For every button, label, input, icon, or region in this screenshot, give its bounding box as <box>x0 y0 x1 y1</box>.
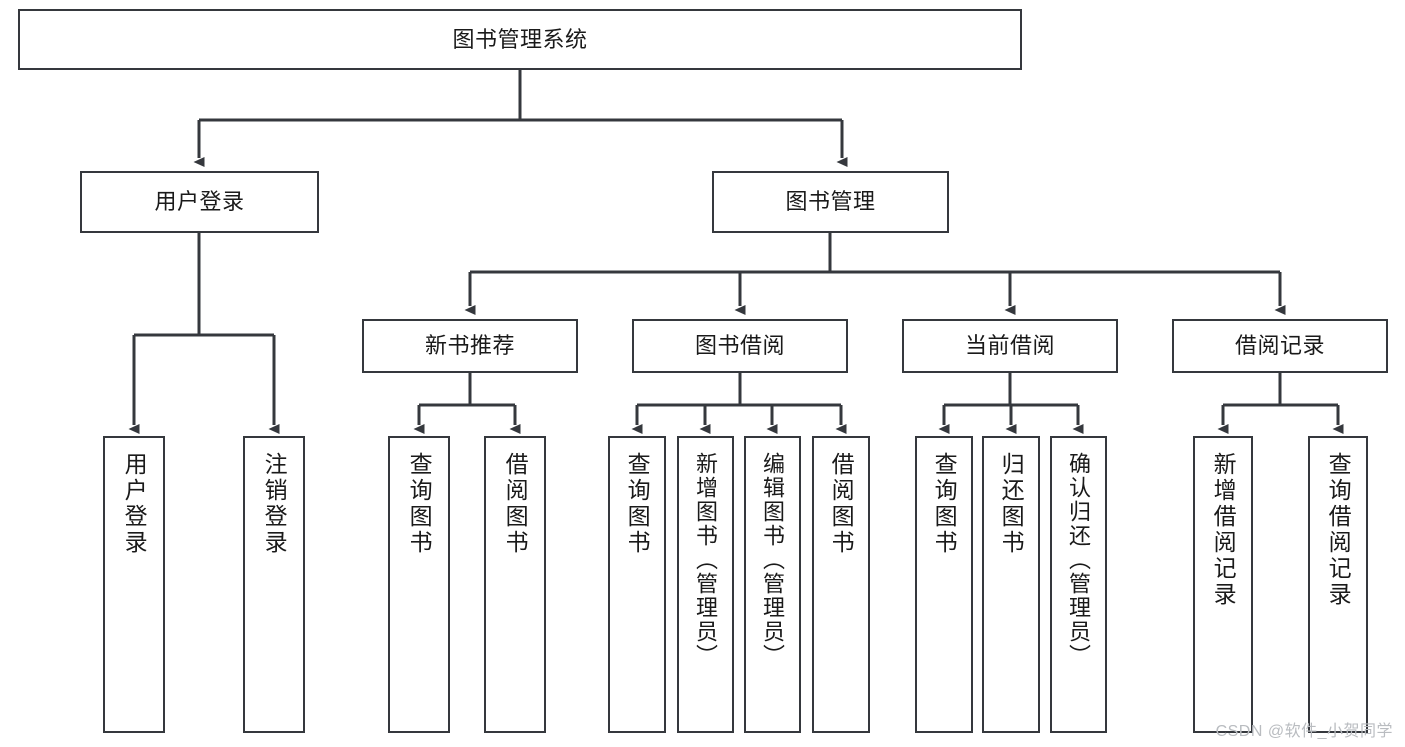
node-leaf-user-login[interactable]: 用户登录 <box>103 436 165 733</box>
node-leaf-query-book-3[interactable]: 查询图书 <box>915 436 973 733</box>
node-leaf-add-book[interactable]: 新增图书（管理员） <box>677 436 734 733</box>
node-leaf-query-record-label: 查询借阅记录 <box>1325 452 1352 608</box>
node-current-borrow[interactable]: 当前借阅 <box>902 319 1118 373</box>
node-root-label: 图书管理系统 <box>452 26 588 52</box>
node-new-book-recommend-label: 新书推荐 <box>424 333 515 359</box>
node-leaf-query-book-3-label: 查询图书 <box>931 452 958 556</box>
node-leaf-borrow-book-2-label: 借阅图书 <box>828 452 855 556</box>
node-leaf-logout[interactable]: 注销登录 <box>243 436 305 733</box>
node-borrow-record[interactable]: 借阅记录 <box>1172 319 1388 373</box>
node-leaf-confirm-return-label: 确认归还（管理员） <box>1066 452 1092 668</box>
node-leaf-query-book-2[interactable]: 查询图书 <box>608 436 666 733</box>
node-leaf-query-record[interactable]: 查询借阅记录 <box>1308 436 1368 733</box>
node-leaf-query-book-2-label: 查询图书 <box>624 452 651 556</box>
node-leaf-edit-book-label: 编辑图书（管理员） <box>760 452 786 668</box>
node-leaf-query-book-1[interactable]: 查询图书 <box>388 436 450 733</box>
node-new-book-recommend[interactable]: 新书推荐 <box>362 319 578 373</box>
node-leaf-borrow-book-2[interactable]: 借阅图书 <box>812 436 870 733</box>
node-book-management[interactable]: 图书管理 <box>712 171 949 233</box>
node-leaf-return-book-label: 归还图书 <box>998 452 1025 556</box>
node-leaf-borrow-book-1-label: 借阅图书 <box>502 452 529 556</box>
node-book-borrow-label: 图书借阅 <box>694 333 785 359</box>
node-leaf-confirm-return[interactable]: 确认归还（管理员） <box>1050 436 1107 733</box>
node-book-management-label: 图书管理 <box>785 189 876 215</box>
node-user-login[interactable]: 用户登录 <box>80 171 319 233</box>
node-leaf-query-book-1-label: 查询图书 <box>406 452 433 556</box>
node-current-borrow-label: 当前借阅 <box>964 333 1055 359</box>
node-book-borrow[interactable]: 图书借阅 <box>632 319 848 373</box>
node-borrow-record-label: 借阅记录 <box>1234 333 1325 359</box>
node-leaf-add-book-label: 新增图书（管理员） <box>693 452 719 668</box>
node-user-login-label: 用户登录 <box>154 189 245 215</box>
node-root[interactable]: 图书管理系统 <box>18 9 1022 70</box>
node-leaf-borrow-book-1[interactable]: 借阅图书 <box>484 436 546 733</box>
csdn-watermark: CSDN @软件_小贺同学 <box>1215 723 1393 740</box>
node-leaf-add-record-label: 新增借阅记录 <box>1210 452 1237 608</box>
node-leaf-add-record[interactable]: 新增借阅记录 <box>1193 436 1253 733</box>
node-leaf-user-login-label: 用户登录 <box>121 452 148 556</box>
node-leaf-return-book[interactable]: 归还图书 <box>982 436 1040 733</box>
node-leaf-logout-label: 注销登录 <box>261 452 288 556</box>
node-leaf-edit-book[interactable]: 编辑图书（管理员） <box>744 436 801 733</box>
